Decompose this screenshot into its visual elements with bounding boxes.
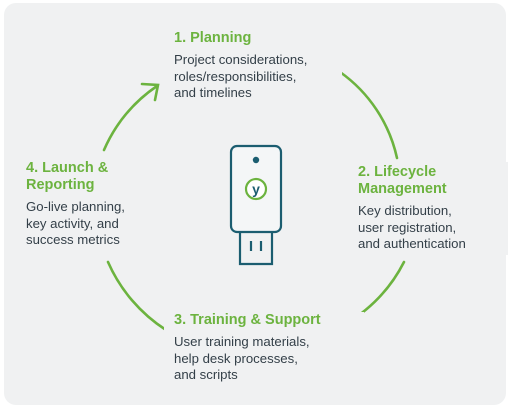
step-title: 4. Launch & Reporting — [26, 160, 109, 193]
cycle-arc-launch-planning — [102, 84, 159, 152]
key-logo-letter: y — [252, 181, 260, 197]
step-description: Go-live planning, key activity, and succ… — [26, 199, 125, 247]
step-title: 1. Planning — [174, 30, 252, 46]
key-logo-ring — [244, 177, 268, 201]
step-description: User training materials, help desk proce… — [174, 334, 310, 382]
step-planning: 1. Planning Project considerations, role… — [164, 24, 342, 102]
key-indicator-dot — [252, 156, 260, 164]
cycle-arc-planning-lifecycle — [338, 70, 399, 160]
step-training-support: 3. Training & Support User training mate… — [164, 312, 364, 384]
step-description: Key distribution, user registration, and… — [358, 203, 466, 251]
step-title: 2. Lifecycle Management — [358, 164, 447, 197]
cycle-arc-training-launch — [106, 260, 168, 332]
cycle-arrow-icon — [140, 82, 160, 102]
key-connector — [238, 232, 274, 266]
step-title: 3. Training & Support — [174, 312, 321, 328]
step-description: Project considerations, roles/responsibi… — [174, 52, 308, 100]
security-key-icon: y — [229, 144, 283, 266]
step-lifecycle-management: 2. Lifecycle Management Key distribution… — [352, 162, 508, 255]
step-launch-reporting: 4. Launch & Reporting Go-live planning, … — [22, 158, 161, 251]
